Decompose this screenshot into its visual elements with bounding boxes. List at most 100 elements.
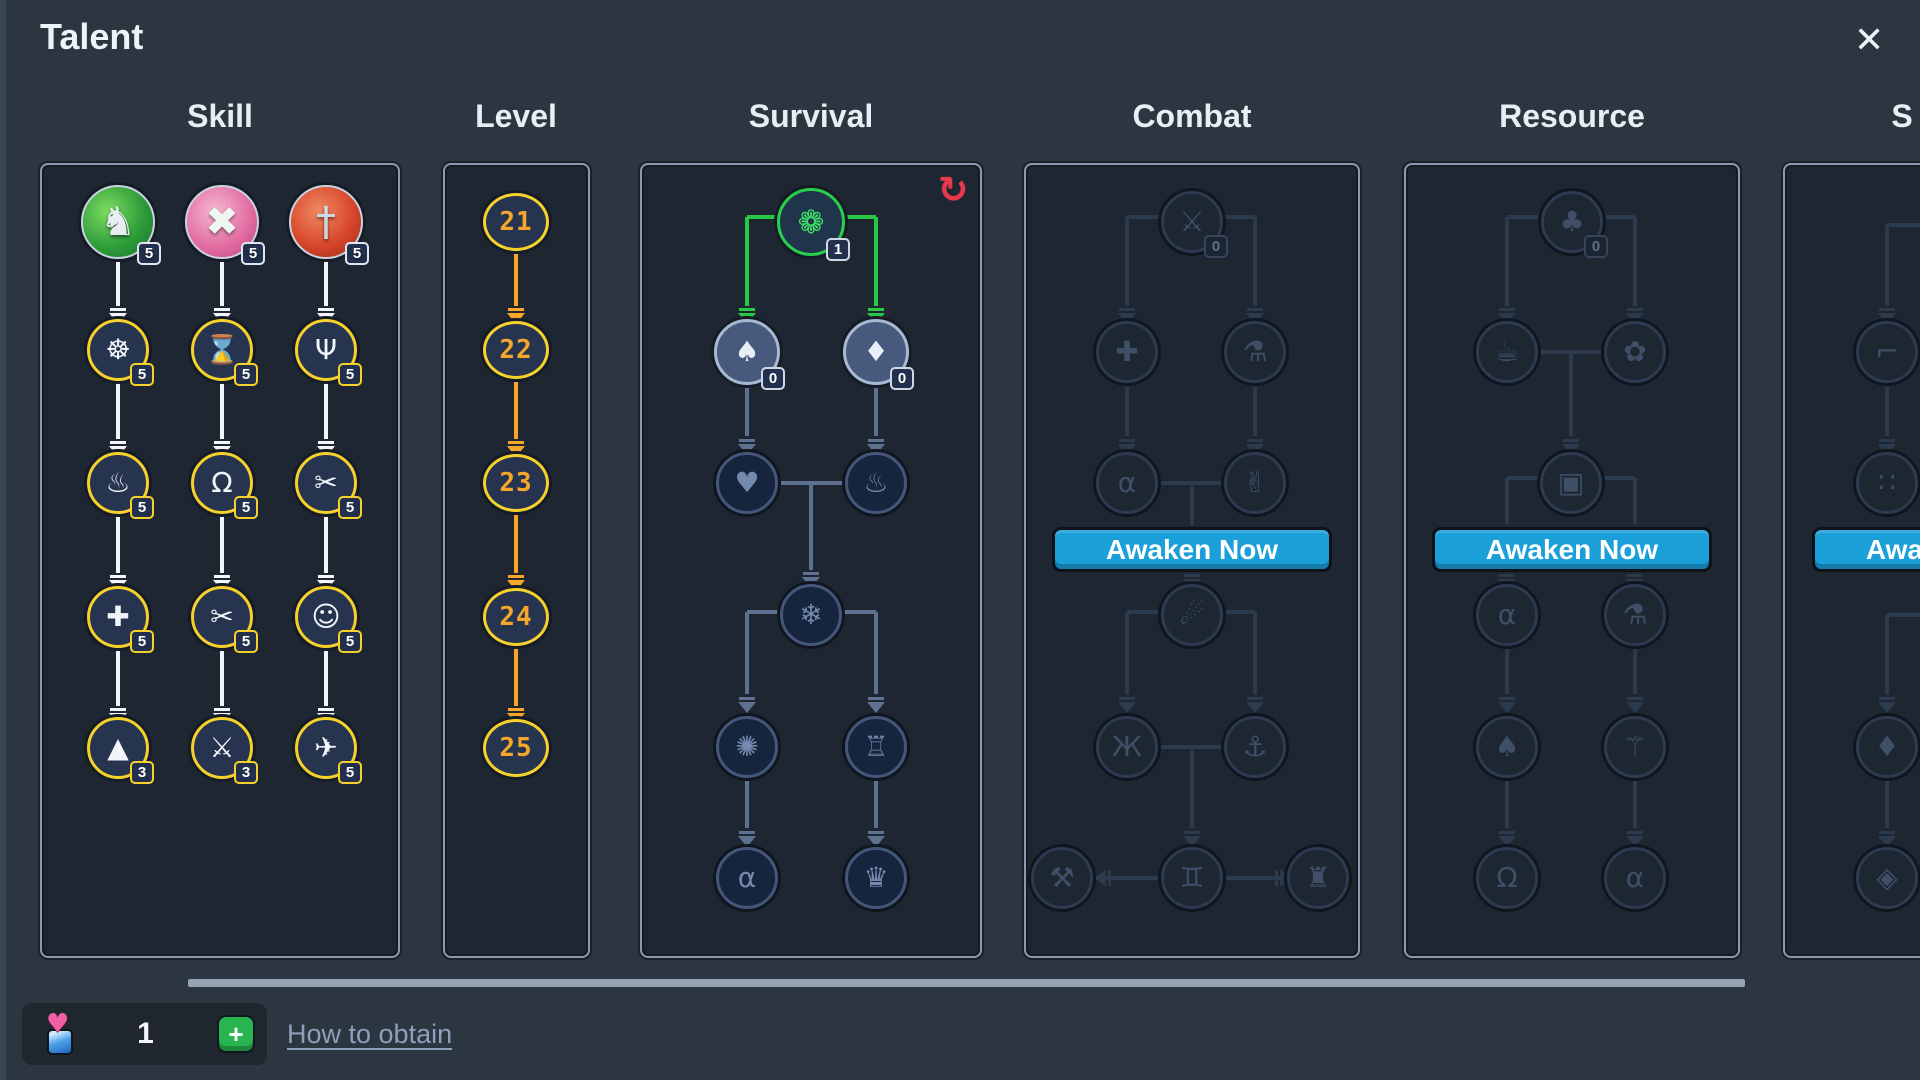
node-horseshoe[interactable]: Ω — [1476, 847, 1538, 909]
node-crown[interactable]: ♛ — [845, 847, 907, 909]
arrowhead — [1246, 439, 1264, 455]
gem-icon: ◈ — [1876, 861, 1898, 894]
node-flame-leaf[interactable]: ♨ — [845, 452, 907, 514]
connector — [1633, 478, 1637, 524]
node-shears-2[interactable]: ✂5 — [191, 586, 258, 653]
node-pickaxe[interactable]: ⚒ — [1031, 847, 1093, 909]
node-clover[interactable]: ♣0 — [1541, 191, 1608, 258]
node-mushrooms[interactable]: ♠ — [1476, 716, 1538, 778]
node-spider[interactable]: Ж — [1096, 716, 1158, 778]
cannon-icon: ☄ — [1179, 598, 1205, 631]
node-knight[interactable]: ♞5 — [81, 185, 161, 265]
node-pumpkin[interactable]: ☺5 — [295, 586, 362, 653]
node-sword[interactable]: †5 — [289, 185, 369, 265]
pumpkin-icon: ☺ — [311, 600, 341, 633]
node-mushrooms[interactable]: ♠0 — [714, 319, 785, 390]
arrowhead — [1915, 474, 1920, 492]
node-wand[interactable]: ⚚ — [1604, 716, 1666, 778]
how-to-obtain-link[interactable]: How to obtain — [287, 1019, 453, 1049]
arrowhead — [1626, 697, 1644, 713]
level-22-icon: 22 — [499, 335, 533, 365]
horizontal-scrollbar-thumb[interactable] — [188, 979, 1745, 987]
arrowhead — [1626, 831, 1644, 847]
acorn-bowl-icon: ☕ — [1494, 335, 1520, 368]
node-gem[interactable]: ◈ — [1856, 847, 1918, 909]
node-pine-tree[interactable]: ▲3 — [87, 717, 154, 784]
node-fish[interactable]: α — [1604, 847, 1666, 909]
dropper-icon: ⚗ — [1242, 335, 1268, 368]
arrowhead — [1118, 439, 1136, 455]
node-rank-badge: 5 — [130, 630, 154, 653]
crown-icon: ♛ — [863, 861, 889, 894]
node-spiral[interactable]: ✺ — [716, 716, 778, 778]
node-heart[interactable]: ♥ — [716, 452, 778, 514]
node-level-24[interactable]: 24 — [483, 588, 549, 646]
wand-icon: ⚚ — [1622, 730, 1648, 763]
node-flower[interactable]: ✿ — [1604, 321, 1666, 383]
node-level-21[interactable]: 21 — [483, 193, 549, 251]
node-acorn-bowl[interactable]: ☕ — [1476, 321, 1538, 383]
awaken-now-button-speed[interactable]: Awaken Now — [1812, 527, 1920, 572]
connector — [514, 253, 518, 306]
node-water-drop[interactable]: ♦0 — [843, 319, 914, 390]
node-dropper[interactable]: ⚗ — [1224, 321, 1286, 383]
node-hourglass[interactable]: ⌛5 — [191, 319, 258, 386]
connector — [1125, 612, 1129, 694]
node-fish[interactable]: α — [716, 847, 778, 909]
node-hooked-fish[interactable]: α — [1096, 452, 1158, 514]
awaken-now-button-combat[interactable]: Awaken Now — [1052, 527, 1332, 572]
node-rank-badge: 0 — [761, 367, 785, 390]
column-header-combat: Combat — [1132, 98, 1252, 134]
node-level-23[interactable]: 23 — [483, 454, 549, 512]
node-sword-upgrade[interactable]: ✚5 — [87, 586, 154, 653]
connector — [116, 383, 120, 439]
node-shears[interactable]: ✂5 — [295, 452, 362, 519]
node-sword-upgrade[interactable]: ✚ — [1096, 321, 1158, 383]
reeds-icon: Ψ — [314, 333, 338, 366]
node-chest-armor[interactable]: ♖ — [845, 716, 907, 778]
node-cannon[interactable]: ☄ — [1161, 584, 1223, 646]
node-boot[interactable]: ⌐ — [1856, 321, 1918, 383]
node-level-25[interactable]: 25 — [483, 719, 549, 777]
node-shuriken-ball[interactable]: ✖5 — [185, 185, 265, 265]
close-icon[interactable]: ✕ — [1854, 20, 1885, 61]
reset-talents-icon[interactable]: ↻ — [938, 170, 969, 211]
hourglass-icon: ⌛ — [204, 333, 240, 366]
arrowhead — [1118, 697, 1136, 713]
node-snowflake[interactable]: ❄ — [780, 584, 842, 646]
node-crossed-swords[interactable]: ⚔0 — [1161, 191, 1228, 258]
node-bird[interactable]: ✈5 — [295, 717, 362, 784]
connector — [745, 780, 749, 828]
node-leaf-shield[interactable]: ❁1 — [777, 188, 850, 261]
sword-icon: † — [316, 199, 336, 245]
connector — [874, 217, 878, 306]
node-unit-grid[interactable]: ∷ — [1856, 452, 1918, 514]
arrowhead — [507, 708, 525, 724]
awaken-now-button-resource[interactable]: Awaken Now — [1432, 527, 1712, 572]
connector — [1505, 780, 1509, 828]
unit-grid-icon: ∷ — [1878, 466, 1896, 499]
node-potion[interactable]: ⚗ — [1604, 584, 1666, 646]
node-level-22[interactable]: 22 — [483, 321, 549, 379]
node-whale[interactable]: α — [1476, 584, 1538, 646]
pickaxe-icon: ⚒ — [1049, 861, 1075, 894]
add-points-button[interactable]: + — [217, 1015, 255, 1053]
node-cloak[interactable]: ♊ — [1161, 847, 1223, 909]
arrowhead — [867, 439, 885, 455]
node-water-drop[interactable]: ♦ — [1856, 716, 1918, 778]
arrowhead — [867, 831, 885, 847]
arrowhead — [1498, 308, 1516, 324]
node-gauntlet[interactable]: ✌ — [1224, 452, 1286, 514]
pine-tree-icon: ▲ — [107, 731, 129, 764]
node-ember-leaf[interactable]: ♨5 — [87, 452, 154, 519]
node-siege-tower[interactable]: ♜ — [1287, 847, 1349, 909]
arrowhead — [317, 575, 335, 591]
node-crossed-swords[interactable]: ⚔3 — [191, 717, 258, 784]
arrowhead — [1878, 439, 1896, 455]
node-ship[interactable]: ☸5 — [87, 319, 154, 386]
node-anchor[interactable]: ⚓ — [1224, 716, 1286, 778]
node-treasure-chest[interactable]: ▣ — [1540, 452, 1602, 514]
arrowhead — [213, 441, 231, 457]
